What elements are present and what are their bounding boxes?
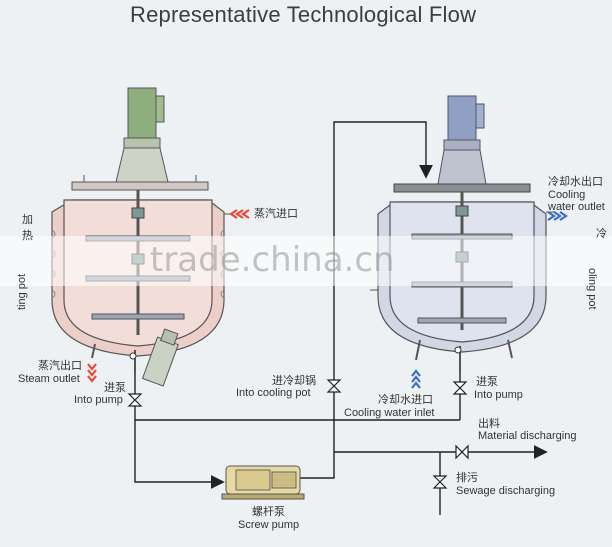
- cooling-outlet-zh: 冷却水出口: [548, 175, 603, 188]
- material-discharge-en: Material discharging: [478, 430, 577, 442]
- diagram-title: Representative Technological Flow: [130, 2, 477, 27]
- left-into-pump-zh: 进泵: [104, 381, 126, 394]
- valve-into-cooling-pot[interactable]: [326, 379, 342, 393]
- steam-inlet-zh: 蒸汽进口: [254, 207, 298, 220]
- cooling-inlet-zh: 冷却水进口: [378, 393, 433, 406]
- steam-outlet-en: Steam outlet: [18, 373, 80, 385]
- steam-outlet-arrows: [87, 363, 97, 383]
- into-cooling-pot-zh: 进冷却锅: [272, 374, 316, 387]
- right-motor: [447, 95, 477, 141]
- cooling-inlet-en: Cooling water inlet: [344, 407, 435, 419]
- cooling-inlet-arrows: [411, 369, 421, 389]
- left-tank-lid: [71, 181, 209, 191]
- material-discharge-zh: 出料: [478, 417, 500, 430]
- right-into-pump-en: Into pump: [474, 389, 523, 401]
- valves: [127, 379, 469, 489]
- right-tank: [370, 95, 556, 372]
- valve-left-into-pump[interactable]: [127, 393, 143, 407]
- cooling-side-zh: 冷: [596, 227, 607, 240]
- sewage-discharge-zh: 排污: [456, 471, 478, 484]
- cooling-outlet-en1: Cooling: [548, 189, 586, 201]
- left-into-pump-en: Into pump: [74, 394, 123, 406]
- screw-pump-zh: 螺杆泵: [252, 505, 285, 518]
- valve-right-into-pump[interactable]: [452, 381, 468, 395]
- valve-sewage[interactable]: [432, 475, 448, 489]
- watermark-text: trade.china.cn: [150, 240, 395, 280]
- heating-pot-en: ting pot: [16, 273, 28, 310]
- screw-pump: [221, 465, 305, 500]
- steam-outlet-zh: 蒸汽出口: [38, 359, 82, 372]
- steam-inlet-arrows: [229, 209, 250, 219]
- watermark-band: [0, 236, 612, 286]
- right-tank-lid: [393, 183, 531, 193]
- screw-pump-en: Screw pump: [238, 519, 300, 531]
- sewage-discharge-en: Sewage discharging: [456, 485, 556, 497]
- left-motor: [127, 87, 157, 139]
- cooling-pot-en: oling pot: [586, 268, 598, 310]
- right-into-pump-zh: 进泵: [476, 375, 498, 388]
- heating-pot-zh: 加热: [22, 213, 33, 242]
- into-cooling-pot-en: Into cooling pot: [236, 387, 311, 399]
- cooling-outlet-en2: water outlet: [548, 201, 605, 213]
- valve-material-discharge[interactable]: [455, 444, 469, 460]
- cooling-outlet-arrows: [547, 211, 568, 221]
